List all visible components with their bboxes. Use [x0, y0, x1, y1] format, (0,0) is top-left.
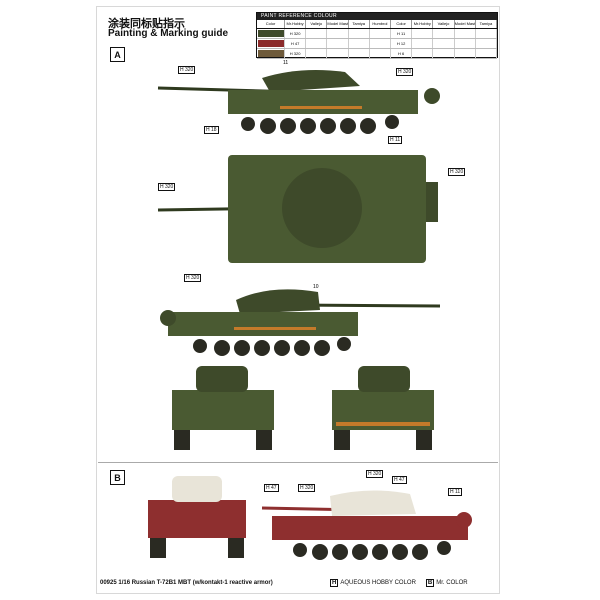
- column-header: Mr.Hobby: [285, 20, 307, 28]
- paint-row: H 320 H 6: [257, 49, 497, 59]
- road-wheels-b: [293, 541, 451, 560]
- road-wheels-2: [193, 337, 351, 356]
- turret: [262, 70, 360, 92]
- hull-front: [172, 390, 274, 430]
- ribbon-stripe-2: [234, 327, 316, 330]
- turret-b-front: [172, 476, 222, 502]
- paint-code: H 12: [391, 39, 413, 48]
- rear-drums: [426, 182, 438, 222]
- color-swatch: [258, 50, 284, 57]
- tank-b-front-view: [148, 476, 246, 558]
- color-swatch: [258, 40, 284, 47]
- turret-top: [282, 168, 362, 248]
- section-divider: [98, 462, 498, 463]
- paint-callout: H 320: [184, 273, 202, 282]
- page-title: Painting & Marking guide: [108, 28, 229, 39]
- column-header: Model Master: [454, 20, 476, 28]
- column-header: Model Master: [327, 20, 349, 28]
- hull-2: [168, 312, 358, 336]
- turret-2: [236, 289, 320, 314]
- paint-row: H 47 H 12: [257, 39, 497, 49]
- paint-callout: H 11: [448, 487, 463, 496]
- paint-code: H 320: [285, 29, 307, 38]
- paint-code: H 320: [285, 49, 307, 58]
- paint-callout: H 320: [178, 65, 196, 74]
- track-right-rear: [416, 430, 432, 450]
- paint-callout: H 320: [298, 483, 316, 492]
- column-header: Tamiya: [349, 20, 370, 28]
- product-caption: 00925 1/16 Russian T-72B1 MBT (w/kontakt…: [100, 580, 273, 586]
- paint-callout: H 320: [396, 67, 414, 76]
- paint-code: H 6: [391, 49, 413, 58]
- column-header: Mr.Hobby: [412, 20, 434, 28]
- ribbon-stripe: [280, 106, 362, 109]
- road-wheels: [241, 115, 399, 134]
- paint-table-heading: PAINT REFERENCE COLOUR: [257, 13, 497, 20]
- paint-callout: H 47: [264, 483, 279, 492]
- fuel-drum: [424, 88, 440, 104]
- tank-rear-view: [332, 366, 434, 450]
- paint-callout: H 320: [158, 182, 176, 191]
- paint-callout: H 320: [366, 469, 384, 478]
- paint-row: H 320 H 11: [257, 29, 497, 39]
- tank-front-view: [172, 366, 274, 450]
- part-number: 11: [283, 60, 289, 66]
- column-header: Color: [257, 20, 285, 28]
- hull: [228, 90, 418, 114]
- tank-b-side-view: [261, 490, 472, 560]
- rear-stripe: [336, 422, 430, 426]
- tank-side-view-right: [160, 289, 441, 356]
- column-header: Humbrol: [370, 20, 391, 28]
- track-left-rear: [334, 430, 350, 450]
- paint-code: H 47: [285, 39, 307, 48]
- section-b-badge: B: [110, 470, 125, 485]
- turret-rear: [358, 366, 410, 392]
- track-b-right: [228, 538, 244, 558]
- color-swatch: [258, 30, 284, 37]
- hull-b: [272, 516, 468, 540]
- column-header: Vallejo: [306, 20, 328, 28]
- fuel-drum-b: [456, 512, 472, 528]
- paint-table-columns: Color Mr.Hobby Vallejo Model Master Tami…: [257, 20, 497, 29]
- hull-b-front: [148, 500, 246, 538]
- column-header: Tamiya: [476, 20, 497, 28]
- tank-top-view: [157, 155, 438, 263]
- column-header: Color: [391, 20, 413, 28]
- paint-callout: H 11: [388, 135, 403, 144]
- paint-callout: H 320: [448, 167, 466, 176]
- part-number: 10: [313, 284, 319, 290]
- track-b-left: [150, 538, 166, 558]
- track-left: [174, 430, 190, 450]
- tank-side-view-left: [157, 70, 440, 134]
- page-title-cn: 涂装同标贴指示: [108, 17, 185, 30]
- paint-code: H 11: [391, 29, 413, 38]
- fuel-drum-2: [160, 310, 176, 326]
- paint-callout: H 18: [204, 125, 219, 134]
- column-header: Vallejo: [433, 20, 455, 28]
- turret-front: [196, 366, 248, 392]
- turret-b: [330, 490, 416, 516]
- paint-reference-table: PAINT REFERENCE COLOUR Color Mr.Hobby Va…: [256, 12, 498, 59]
- paint-callout: H 47: [392, 475, 407, 484]
- section-a-badge: A: [110, 47, 125, 62]
- track-right: [256, 430, 272, 450]
